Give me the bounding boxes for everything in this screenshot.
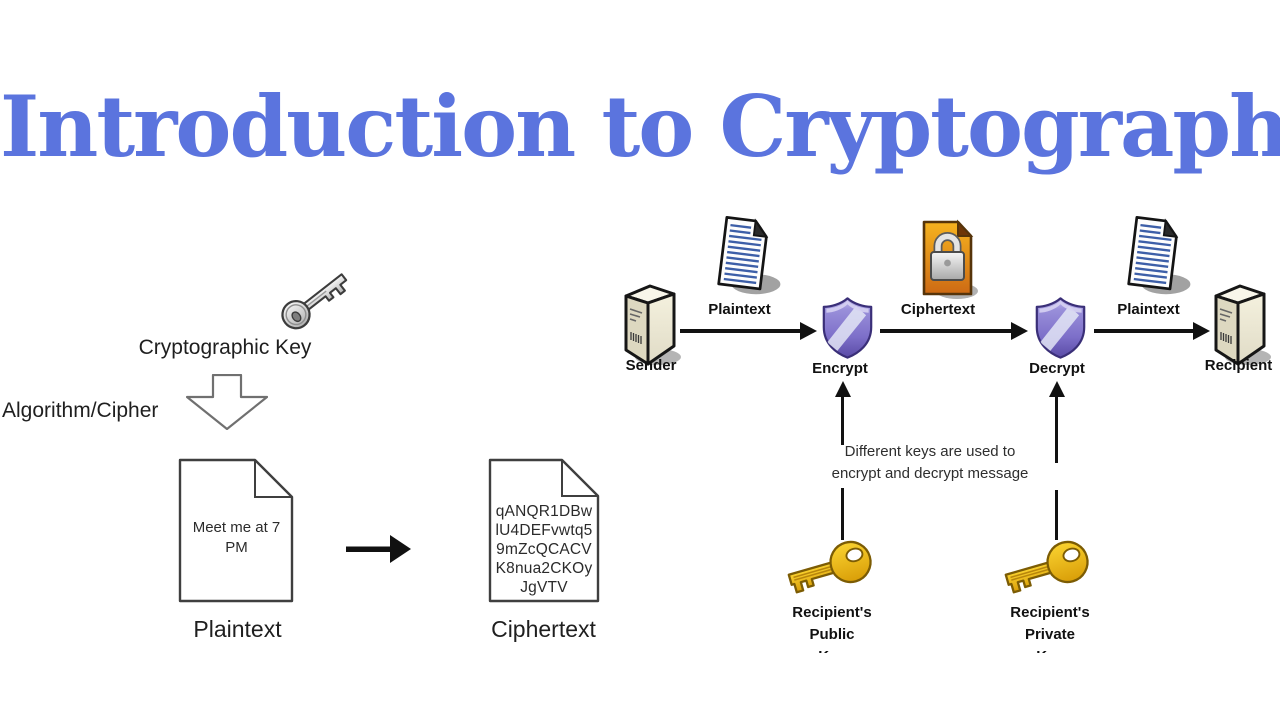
page-title: Introduction to Cryptography <box>0 77 1280 176</box>
document-outline <box>488 458 600 603</box>
public-key-label: Recipient's Public Key <box>772 602 892 653</box>
plaintext-content: Meet me at 7 PM <box>192 519 281 556</box>
plaintext-label: Plaintext <box>193 616 282 642</box>
decrypt-label: Decrypt <box>1029 360 1085 377</box>
plaintext-document: Meet me at 7 PM <box>178 458 295 603</box>
encrypt-label: Encrypt <box>812 360 868 377</box>
server-tower-icon <box>618 280 682 368</box>
encrypt-shield-icon <box>817 295 878 361</box>
keys-note: Different keys are used to encrypt and d… <box>831 443 1029 482</box>
gold-key-icon <box>1000 530 1100 610</box>
sender-label: Sender <box>625 357 677 374</box>
ciphertext-label: Ciphertext <box>491 616 596 642</box>
cryptographic-key-label: Cryptographic Key <box>138 336 312 359</box>
clipped-key-word: Key <box>772 646 892 653</box>
plaintext-1-label: Plaintext <box>708 301 771 318</box>
ciphertext-document: qANQR1DBw lU4DEFvwtq5 9mZcQCACV K8nua2CK… <box>488 458 600 603</box>
metal-key-icon <box>272 258 358 344</box>
ciphertext-flow-label: Ciphertext <box>900 301 976 318</box>
down-arrow-icon <box>186 374 268 430</box>
decrypt-shield-icon <box>1030 295 1091 361</box>
right-arrow-icon <box>346 535 411 563</box>
recipient-label: Recipient <box>1204 357 1273 374</box>
clipped-key-word: Key <box>990 646 1110 653</box>
ciphertext-content: qANQR1DBw lU4DEFvwtq5 9mZcQCACV K8nua2CK… <box>495 503 593 596</box>
document-outline <box>178 458 294 603</box>
server-tower-icon <box>1208 280 1272 368</box>
plaintext-2-label: Plaintext <box>1117 301 1180 318</box>
document-icon <box>1118 212 1194 304</box>
document-icon <box>708 212 784 304</box>
gold-key-icon <box>783 530 883 610</box>
algorithm-cipher-label: Algorithm/Cipher <box>2 399 159 422</box>
private-key-label: Recipient's Private Key <box>990 602 1110 653</box>
locked-document-icon <box>914 216 980 302</box>
